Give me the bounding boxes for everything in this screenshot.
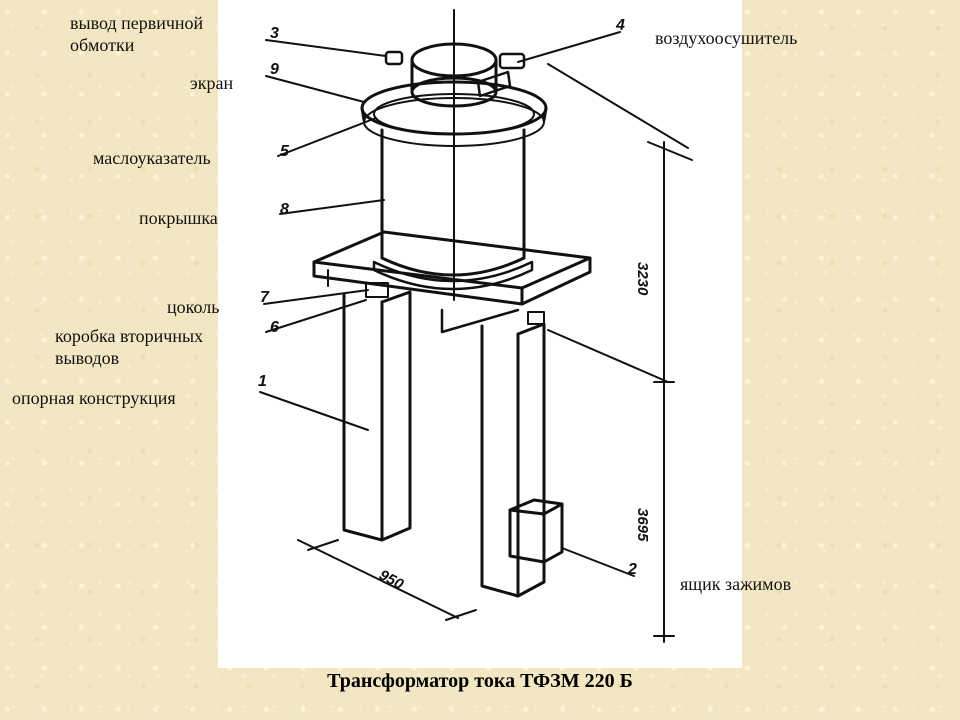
callout-5: 5 [280, 143, 290, 160]
leader-5 [277, 117, 377, 157]
drawing-panel: 3 4 9 5 8 7 6 1 2 3230 3695 950 [218, 0, 742, 668]
callout-4: 4 [615, 17, 625, 34]
leader-9 [265, 75, 365, 103]
callout-3: 3 [270, 25, 279, 42]
leader-1 [259, 391, 369, 431]
label-primary-lead: вывод первичной обмотки [70, 13, 204, 55]
primary-lead-terminal [384, 50, 404, 66]
support-leg-left [342, 290, 412, 542]
label-terminal-box: ящик зажимов [680, 574, 792, 594]
leader-2 [561, 547, 635, 577]
callout-1: 1 [258, 373, 267, 390]
callout-8: 8 [280, 201, 289, 218]
label-secondary-box: коробка вторичных выводов [55, 326, 204, 368]
callout-2: 2 [627, 561, 637, 578]
leader-7 [263, 289, 369, 305]
leader-4 [517, 31, 621, 63]
callout-7: 7 [260, 289, 270, 306]
label-air-dryer: воздухоосушитель [655, 28, 798, 48]
leader-6 [265, 299, 367, 333]
leader-lines [259, 31, 635, 577]
label-base: цоколь [167, 297, 220, 317]
dimension-upper: 3230 [634, 262, 651, 296]
support-leg-right [480, 322, 546, 598]
callout-9: 9 [270, 61, 279, 78]
dimension-lower: 3695 [634, 508, 651, 542]
leader-8 [279, 199, 385, 215]
terminal-box-drawing [508, 498, 564, 564]
label-screen: экран [190, 73, 234, 93]
screen-ring [360, 80, 548, 147]
callout-6: 6 [270, 319, 279, 336]
label-oil-gauge: маслоуказатель [93, 148, 211, 168]
leader-3 [265, 39, 387, 57]
transformer-drawing: 3 4 9 5 8 7 6 1 2 3230 3695 950 [258, 9, 693, 643]
label-cover: покрышка [139, 208, 218, 228]
page-caption: Трансформатор тока ТФЗМ 220 Б [327, 670, 633, 692]
label-support: опорная конструкция [12, 388, 176, 408]
porcelain-cover [372, 128, 534, 291]
dimension-width: 950 [376, 567, 407, 594]
dimension-lines [297, 63, 693, 643]
